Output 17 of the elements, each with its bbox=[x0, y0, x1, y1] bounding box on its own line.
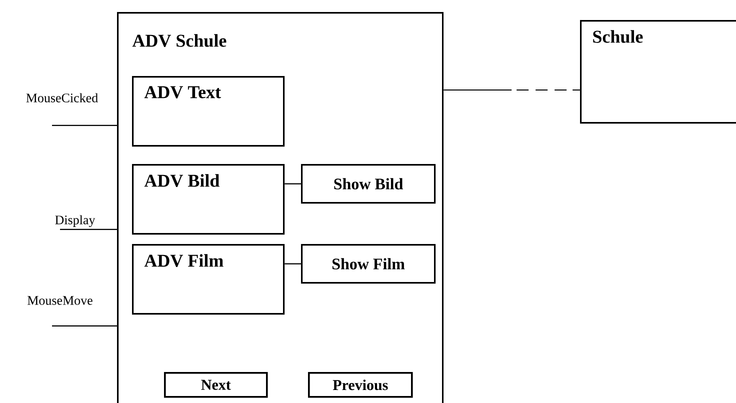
component-box: ADV Text bbox=[132, 76, 285, 147]
event-label: MouseCicked bbox=[26, 93, 98, 102]
event-label: MouseMove bbox=[28, 296, 92, 305]
component-box: Schule bbox=[580, 20, 736, 124]
connector-line bbox=[52, 325, 117, 326]
connector-line bbox=[284, 263, 301, 264]
component-box: Show Bild bbox=[301, 164, 436, 204]
component-box: ADV Film bbox=[132, 244, 285, 315]
component-box: Show Film bbox=[301, 244, 436, 284]
connector-line bbox=[284, 183, 301, 184]
event-label: Display bbox=[55, 215, 96, 228]
button-box: Previous bbox=[308, 372, 413, 398]
connector-line bbox=[52, 124, 117, 126]
button-box: Next bbox=[164, 372, 268, 398]
connector-line bbox=[444, 89, 580, 91]
component-box: ADV Bild bbox=[132, 164, 285, 235]
connector-line bbox=[60, 228, 117, 230]
